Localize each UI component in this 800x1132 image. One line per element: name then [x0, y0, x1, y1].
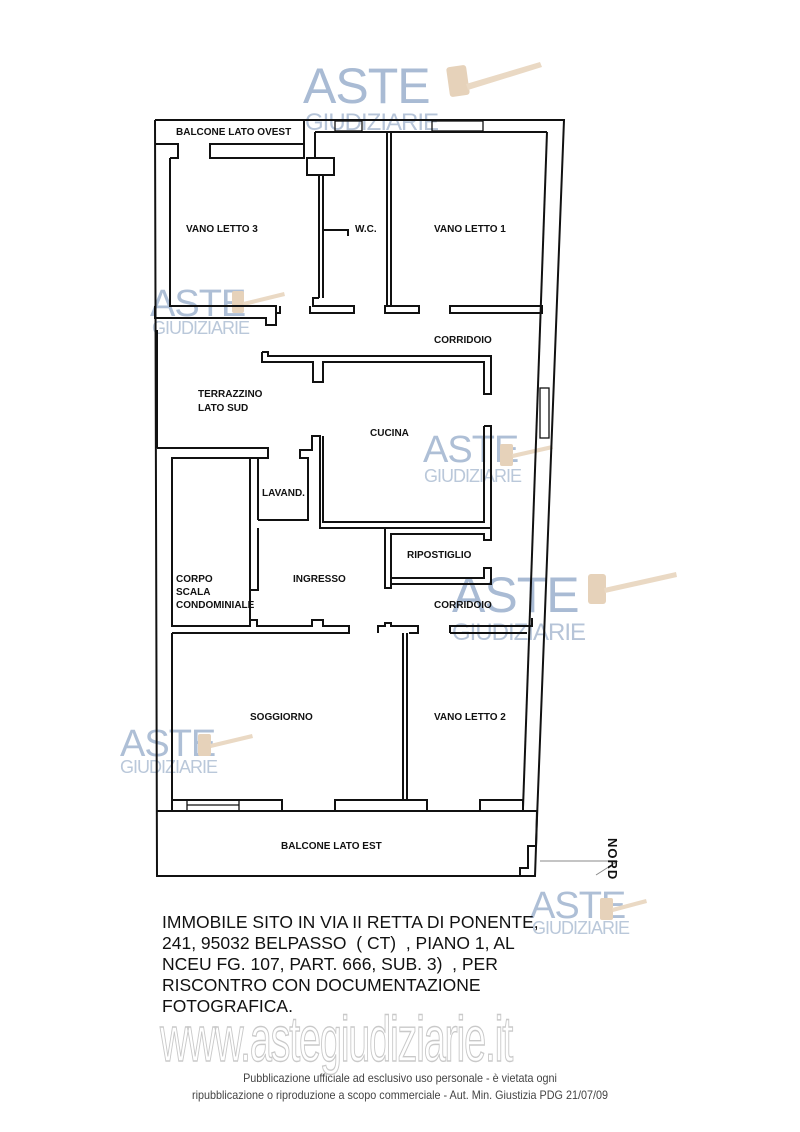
watermark-left-bottom: ASTE GIUDIZIARIE [120, 723, 253, 777]
soggiorno-walls [157, 633, 538, 876]
watermark-brand-bottom: GIUDIZIARIE [152, 318, 250, 338]
label-balcone-est: BALCONE LATO EST [281, 841, 382, 852]
watermark-top: ASTE GIUDIZIARIE [303, 58, 542, 136]
label-lavanderia: LAVAND. [262, 488, 305, 499]
label-corridoio-bottom: CORRIDOIO [434, 600, 492, 611]
label-ingresso: INGRESSO [293, 574, 346, 585]
description-line: 241, 95032 BELPASSO ( CT) , PIANO 1, AL [162, 933, 515, 953]
watermark-brand-bottom: GIUDIZIARIE [532, 918, 630, 938]
gavel-icon [446, 62, 542, 97]
property-description: IMMOBILE SITO IN VIA II RETTA DI PONENTE… [162, 912, 632, 1017]
footer-line-1: Pubblicazione ufficiale ad esclusivo uso… [243, 1071, 557, 1085]
cucina-walls [156, 330, 492, 529]
label-vano-letto-2: VANO LETTO 2 [434, 712, 506, 723]
gavel-icon [232, 291, 285, 313]
label-cucina: CUCINA [370, 428, 409, 439]
label-soggiorno: SOGGIORNO [250, 712, 313, 723]
label-corridoio-top: CORRIDOIO [434, 335, 492, 346]
description-line: NCEU FG. 107, PART. 666, SUB. 3) , PER [162, 954, 498, 974]
label-ripostiglio: RIPOSTIGLIO [407, 550, 472, 561]
description-line: IMMOBILE SITO IN VIA II RETTA DI PONENTE… [162, 912, 539, 932]
compass-label: NORD [605, 838, 620, 881]
legal-footer: Pubblicazione ufficiale ad esclusivo uso… [0, 1070, 800, 1104]
footer-line-2: ripubblicazione o riproduzione a scopo c… [191, 1088, 608, 1102]
label-corpo-scala-line2: SCALA [176, 587, 210, 598]
label-corpo-scala-line1: CORPO [176, 574, 213, 585]
label-vano-letto-3: VANO LETTO 3 [186, 224, 258, 235]
label-terrazzino-line1: TERRAZZINO [198, 389, 263, 400]
gavel-icon [600, 898, 647, 920]
watermark-brand-bottom: GIUDIZIARIE [424, 466, 522, 486]
vano-letto-3-walls [154, 157, 355, 326]
watermark-brand-bottom: GIUDIZIARIE [120, 757, 218, 777]
north-arrow [540, 860, 619, 876]
watermark-right: ASTE GIUDIZIARIE [452, 567, 677, 646]
label-corpo-scala-line3: CONDOMINIALE [176, 600, 255, 611]
description-line: RISCONTRO CON DOCUMENTAZIONE [162, 975, 481, 995]
watermark-brand-top: ASTE [303, 58, 430, 114]
watermark-brand-top: ASTE [452, 567, 579, 623]
ripostiglio-walls [384, 528, 492, 589]
gavel-icon [500, 444, 553, 466]
label-wc: W.C. [355, 224, 377, 235]
gavel-icon [198, 734, 253, 756]
label-vano-letto-1: VANO LETTO 1 [434, 224, 506, 235]
ingresso-walls [172, 618, 533, 634]
description-line: FOTOGRAFICA. [162, 996, 293, 1016]
vano-letto-1-walls [384, 132, 543, 314]
balcone-ovest-walls [155, 120, 305, 159]
gavel-icon [588, 572, 677, 604]
label-balcone-ovest: BALCONE LATO OVEST [176, 127, 291, 138]
watermark-bottom-right: ASTE GIUDIZIARIE [530, 885, 647, 938]
watermark-mid-right: ASTE GIUDIZIARIE [423, 429, 553, 486]
watermark-url: www.astegiudiziarie.it [160, 1002, 514, 1075]
watermark-left-top: ASTE GIUDIZIARIE [150, 283, 285, 338]
label-terrazzino-line2: LATO SUD [198, 403, 248, 414]
